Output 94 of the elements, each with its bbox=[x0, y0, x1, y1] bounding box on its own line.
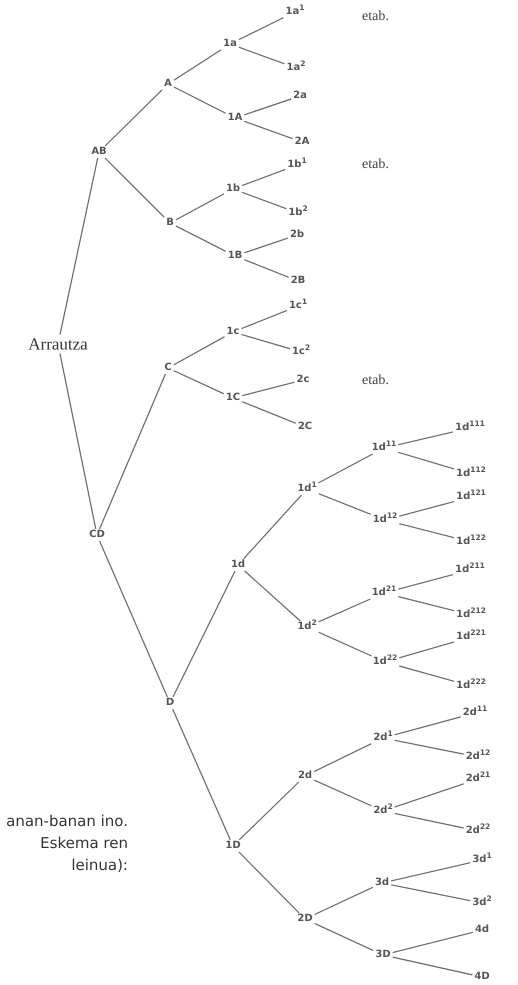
branch-line bbox=[318, 598, 371, 622]
tree-node-label: 2d bbox=[296, 771, 314, 781]
tree-node-label: D bbox=[164, 698, 176, 708]
etc-note: etab. bbox=[362, 372, 389, 390]
branch-line bbox=[392, 932, 474, 954]
branch-line bbox=[318, 493, 371, 515]
branch-line bbox=[399, 641, 454, 658]
branch-line bbox=[244, 98, 292, 116]
branch-line bbox=[241, 310, 288, 330]
branch-line bbox=[318, 453, 374, 484]
branch-line bbox=[99, 374, 166, 530]
branch-line bbox=[104, 89, 163, 146]
tree-node-label: 1a$^{1}$ bbox=[284, 7, 306, 17]
branch-line bbox=[174, 86, 226, 114]
branch-line bbox=[392, 956, 472, 976]
tree-node-label: 2d$^{1}$ bbox=[372, 733, 394, 743]
tree-node-label: 1D bbox=[224, 841, 242, 851]
tree-node-label: 2b bbox=[288, 230, 306, 240]
tree-node-label: 1d$^{11}$ bbox=[370, 443, 398, 453]
branch-line bbox=[314, 743, 372, 772]
branch-line bbox=[314, 886, 374, 916]
tree-node-label: 4d bbox=[474, 925, 490, 935]
branch-line bbox=[244, 259, 289, 278]
branch-line bbox=[174, 49, 222, 81]
branch-line bbox=[173, 336, 225, 366]
tree-node-label: 1B bbox=[226, 251, 244, 261]
branch-line bbox=[390, 884, 470, 902]
branch-line bbox=[59, 158, 98, 335]
branch-line bbox=[59, 353, 96, 530]
branch-line bbox=[242, 401, 296, 424]
etc-note: etab. bbox=[362, 156, 389, 174]
branch-line bbox=[238, 46, 285, 64]
branch-line bbox=[243, 494, 302, 560]
tree-node-label: 1d bbox=[230, 560, 246, 570]
tree-node-label: C bbox=[163, 363, 173, 373]
tree-node-label: 1d$^{1}$ bbox=[296, 484, 318, 494]
tree-node-label: 2C bbox=[296, 422, 314, 432]
tree-node-label: AB bbox=[90, 147, 108, 157]
caption-text: anan-banan ino. Eskema ren leinua): bbox=[5, 811, 128, 876]
tree-node-label: 2d$^{11}$ bbox=[462, 708, 488, 718]
branch-line bbox=[241, 334, 290, 350]
branch-line bbox=[314, 922, 374, 952]
branch-line bbox=[318, 632, 372, 657]
tree-node-label: 3d bbox=[374, 878, 390, 888]
tree-node-label: 1c bbox=[226, 327, 240, 337]
branch-line bbox=[242, 382, 295, 396]
branch-line bbox=[394, 812, 464, 829]
branch-line bbox=[244, 238, 288, 254]
tree-node-label: CD bbox=[88, 530, 106, 540]
tree-node-label: 3D bbox=[374, 950, 392, 960]
branch-line bbox=[172, 708, 231, 840]
branch-line bbox=[99, 540, 168, 698]
branch-line bbox=[244, 120, 293, 140]
tree-node-label: B bbox=[165, 218, 175, 228]
tree-node-label: 1b$^{1}$ bbox=[286, 160, 308, 170]
branch-line bbox=[394, 740, 464, 755]
branch-line bbox=[399, 523, 454, 538]
branch-line bbox=[398, 452, 454, 470]
branch-line bbox=[238, 782, 300, 840]
branch-line bbox=[173, 370, 224, 394]
branch-line bbox=[398, 431, 454, 446]
branch-line bbox=[176, 225, 226, 252]
tree-node-label: Arrautza bbox=[27, 336, 89, 352]
tree-node-label: 1A bbox=[226, 113, 244, 123]
tree-node-label: 1b bbox=[224, 184, 242, 194]
tree-node-label: 1d$^{111}$ bbox=[454, 423, 486, 433]
branch-line bbox=[176, 193, 224, 220]
tree-node-label: 1c$^{1}$ bbox=[288, 301, 308, 311]
etc-note: etab. bbox=[362, 8, 389, 26]
branch-line bbox=[238, 852, 300, 914]
tree-node-label: 3d$^{1}$ bbox=[471, 855, 493, 865]
branch-line bbox=[242, 192, 287, 210]
tree-node-label: 4D bbox=[473, 972, 491, 982]
tree-node-label: 1C bbox=[224, 393, 242, 403]
branch-line bbox=[314, 780, 372, 806]
branch-line bbox=[172, 570, 236, 698]
tree-node-label: 2A bbox=[294, 137, 310, 147]
branch-line bbox=[398, 574, 454, 590]
branch-line bbox=[242, 168, 286, 186]
tree-node-label: 2a bbox=[292, 91, 308, 101]
branch-line bbox=[399, 665, 454, 682]
branch-line bbox=[244, 570, 301, 622]
branch-line bbox=[238, 17, 284, 40]
tree-node-label: A bbox=[163, 79, 173, 89]
tree-node-label: 2D bbox=[296, 914, 314, 924]
branch-line bbox=[390, 862, 470, 882]
branch-line bbox=[399, 500, 454, 517]
branch-line bbox=[398, 596, 454, 612]
branch-line bbox=[394, 783, 464, 808]
branch-line bbox=[104, 158, 165, 218]
tree-node-label: 2B bbox=[290, 276, 306, 286]
tree-node-label: 2c bbox=[296, 375, 310, 385]
branch-line bbox=[394, 716, 461, 736]
tree-node-label: 1a bbox=[222, 39, 238, 49]
